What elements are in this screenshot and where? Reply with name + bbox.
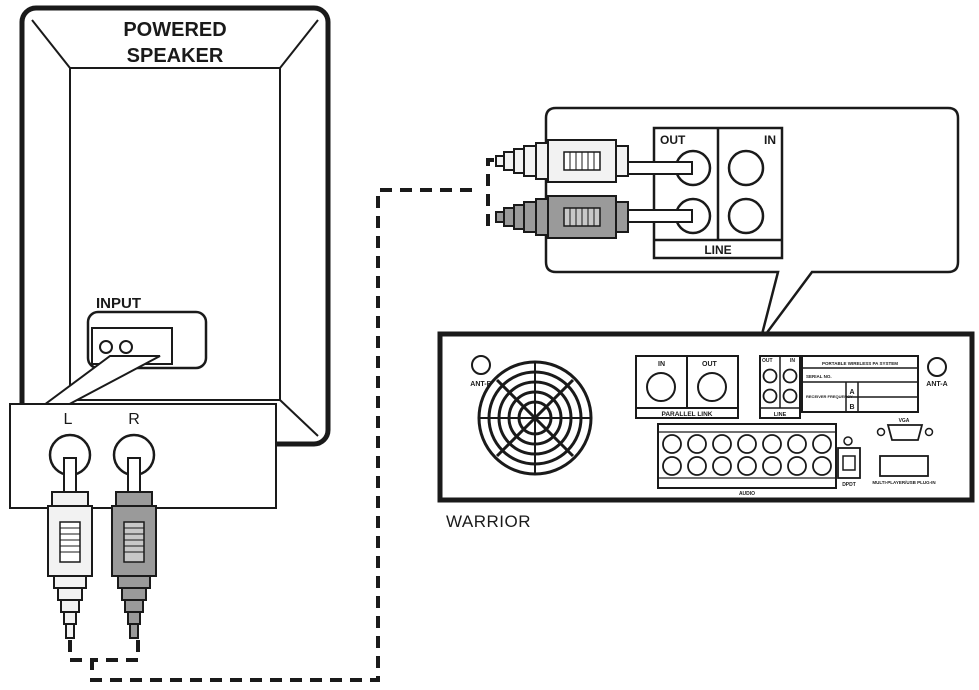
input-label: INPUT [96, 295, 141, 312]
system-title: PORTABLE WIRELESS PA SYSTEM [822, 361, 898, 366]
input-jack-right[interactable] [119, 340, 133, 354]
dashed-cable [68, 158, 494, 682]
system-info-label [801, 355, 919, 413]
callout-in-label: IN [764, 133, 776, 147]
left-jack-label: L [64, 411, 73, 428]
antenna-a[interactable] [927, 357, 947, 377]
receiver-frequency: RECEIVER FREQUENCY [806, 394, 853, 399]
callout-plug-gray [495, 195, 693, 239]
mixer-name: WARRIOR [446, 512, 531, 531]
line-small-label: LINE [774, 412, 787, 418]
right-jack-label: R [128, 411, 140, 428]
warrior-mixer: ANT-B IN OUT PARALLEL LINK OUT IN [437, 331, 975, 531]
parallel-link-label: PARALLEL LINK [661, 411, 712, 418]
callout-plug-white [495, 139, 693, 183]
dpdt-label: DPDT [842, 482, 856, 488]
line-small-in: IN [790, 358, 795, 364]
antenna-b[interactable] [471, 355, 491, 375]
speaker-title-line1: POWERED [123, 19, 226, 41]
multiplug-label: MULTI-PLAYER/USB PLUG-IN [872, 480, 935, 485]
powered-speaker: POWERED SPEAKER INPUT L R [9, 5, 331, 509]
speaker-plug-gray [111, 457, 157, 639]
input-jack-left[interactable] [99, 340, 113, 354]
callout-line-label: LINE [704, 243, 731, 257]
parallel-out-label: OUT [702, 361, 718, 368]
vga-label: VGA [899, 418, 910, 424]
usb-port[interactable] [879, 455, 929, 477]
speaker-plug-white [47, 457, 93, 639]
fan-icon [477, 360, 593, 476]
line-in-jack-top[interactable] [727, 149, 765, 187]
line-in-jack-bottom[interactable] [727, 197, 765, 235]
antenna-a-label: ANT-A [926, 381, 947, 388]
callout-out-label: OUT [660, 133, 686, 147]
parallel-out-jack[interactable] [697, 372, 727, 402]
parallel-in-jack[interactable] [646, 372, 676, 402]
parallel-in-label: IN [658, 361, 665, 368]
vga-port[interactable] [886, 424, 924, 441]
antenna-b-label: ANT-B [470, 381, 491, 388]
audio-label: AUDIO [739, 491, 755, 497]
speaker-title-line2: SPEAKER [127, 45, 224, 67]
freq-b: B [849, 404, 854, 411]
line-small-out: OUT [762, 358, 773, 364]
freq-a: A [849, 389, 854, 396]
serial-no: SERIAL NO. [806, 374, 832, 379]
